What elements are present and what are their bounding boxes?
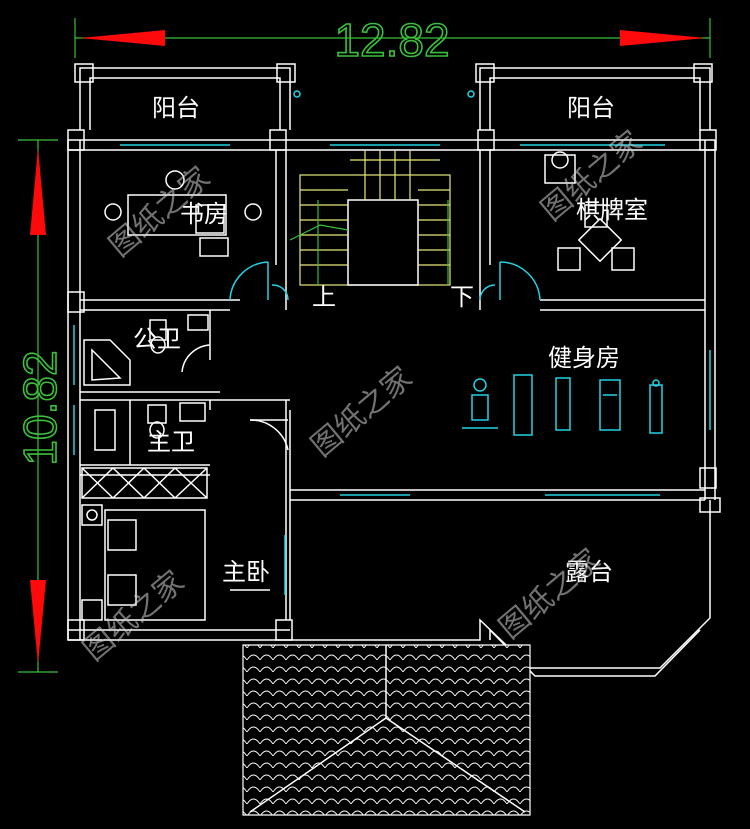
study-furniture [104,170,262,257]
master-bath-label: 主卫 [147,428,195,456]
gym-equipment [462,374,663,436]
width-dimension: 12.82 [74,13,711,67]
height-dimension: 10.82 [13,139,67,673]
door-swings [181,261,541,451]
balcony-left-label: 阳台 [152,94,200,122]
staircase: 上 下 [289,150,474,311]
exterior-walls [67,129,717,641]
chess-room-furniture [544,151,635,271]
interior-walls [80,150,705,620]
balcony-left [74,63,301,130]
width-dimension-label: 12.82 [334,14,449,66]
stair-up-label: 上 [312,283,336,311]
arrow-left-icon [80,30,165,46]
master-bedroom-label: 主卧 [222,558,270,586]
bathroom-fixtures [83,314,209,451]
balcony-right [467,63,713,130]
windows-side [73,325,711,595]
balcony-right-label: 阳台 [567,94,615,122]
stair-down-label: 下 [450,283,474,311]
study-label: 书房 [180,200,228,228]
arrow-up-icon [30,148,46,235]
wardrobe [81,467,208,499]
chess-room-label: 棋牌室 [576,196,648,224]
gym-label: 健身房 [548,344,620,372]
public-bath-label: 公卫 [133,325,181,353]
terrace-label: 露台 [565,558,613,586]
roof-tiles [242,644,531,816]
arrow-right-icon [620,30,705,46]
height-dimension-label: 10.82 [14,350,66,465]
bed [81,504,270,621]
arrow-down-icon [30,580,46,664]
